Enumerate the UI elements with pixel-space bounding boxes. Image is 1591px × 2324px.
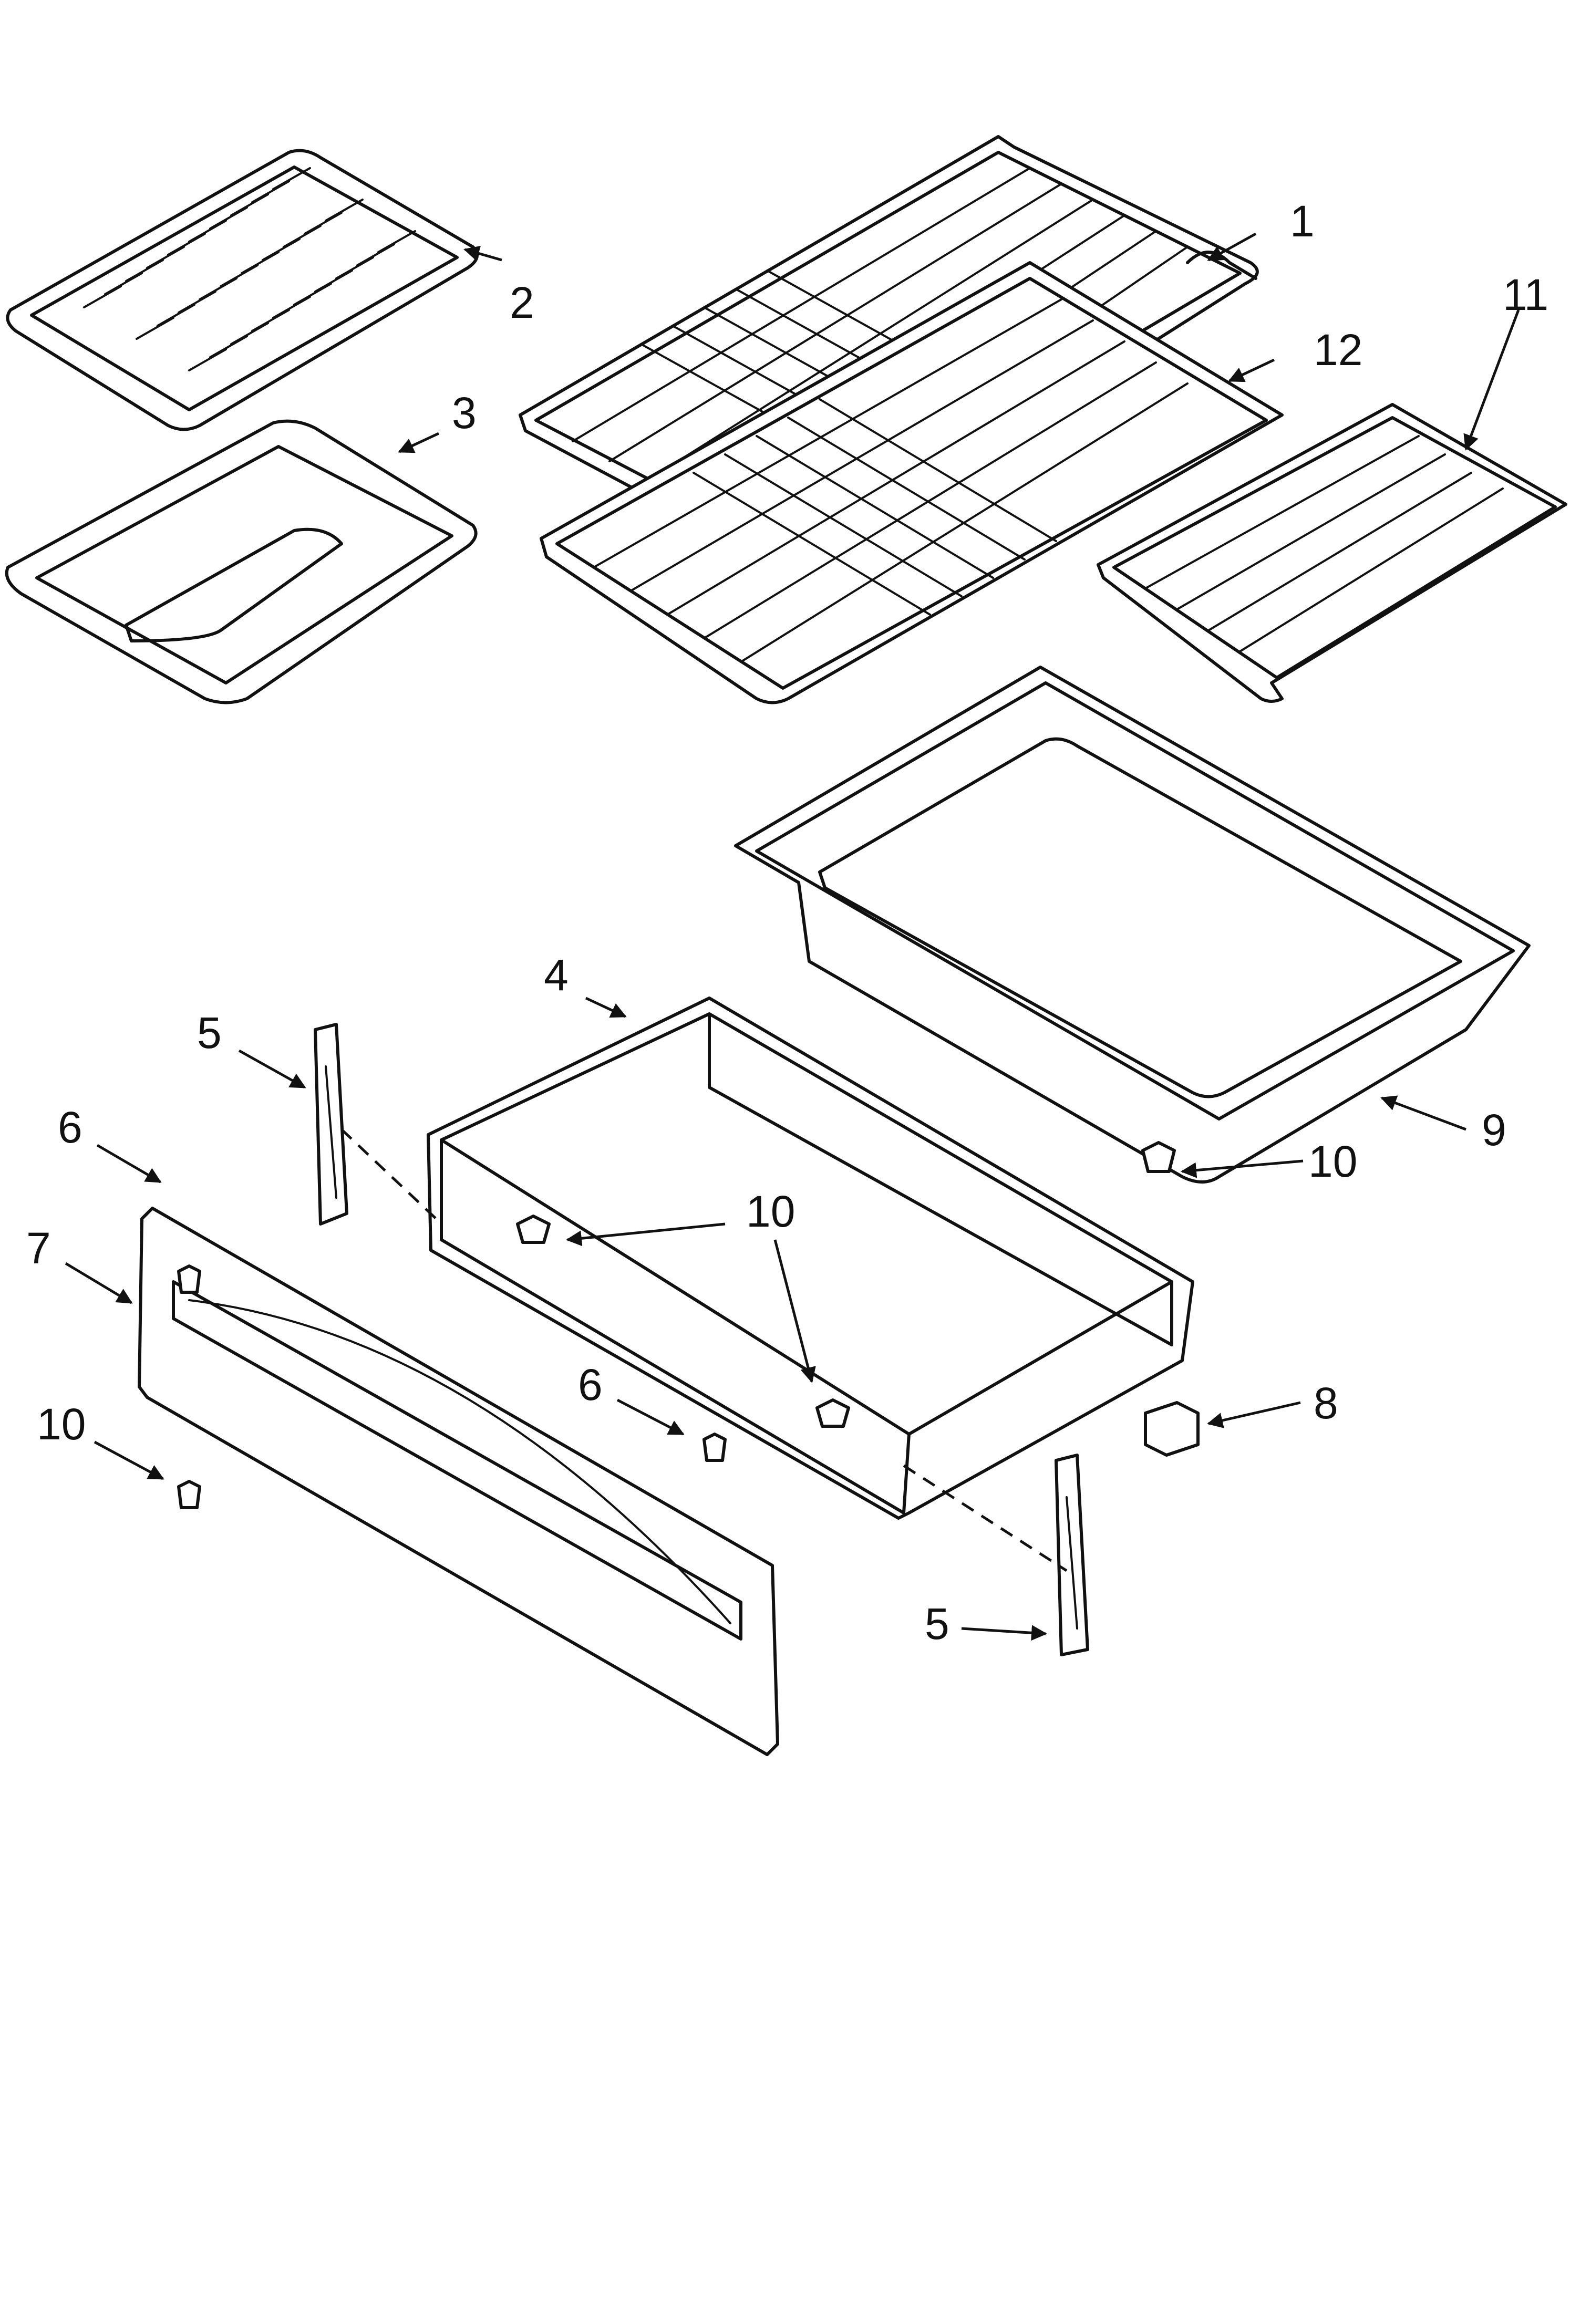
drawer-part <box>427 997 1194 1520</box>
callout-6-left: 6 <box>58 1103 82 1152</box>
slide-right-part <box>1055 1454 1089 1656</box>
callout-2: 2 <box>510 278 534 327</box>
callout-11: 11 <box>1503 270 1548 319</box>
callout-10-center: 10 <box>746 1187 795 1236</box>
slide-left-part <box>314 1023 348 1226</box>
screw-parts <box>177 1141 1200 1509</box>
broiler-pan-part <box>5 419 478 704</box>
callout-1: 1 <box>1290 196 1315 246</box>
half-rack-part <box>1097 403 1567 703</box>
callout-10-lower-left: 10 <box>37 1399 86 1449</box>
callout-3: 3 <box>452 388 477 438</box>
callout-10-right: 10 <box>1308 1137 1357 1186</box>
callout-4: 4 <box>544 950 569 1000</box>
leader-arrows <box>65 232 1520 1641</box>
broiler-grid-part <box>6 149 479 431</box>
callout-5-right: 5 <box>925 1599 949 1648</box>
callout-6-right: 6 <box>578 1360 603 1409</box>
callout-5-left: 5 <box>197 1008 222 1057</box>
drawer-front-part <box>138 1207 779 1756</box>
flat-rack-part <box>540 261 1284 704</box>
callout-7: 7 <box>26 1223 51 1273</box>
callout-12: 12 <box>1314 325 1362 375</box>
callout-8: 8 <box>1314 1378 1338 1428</box>
callout-9: 9 <box>1482 1105 1506 1155</box>
